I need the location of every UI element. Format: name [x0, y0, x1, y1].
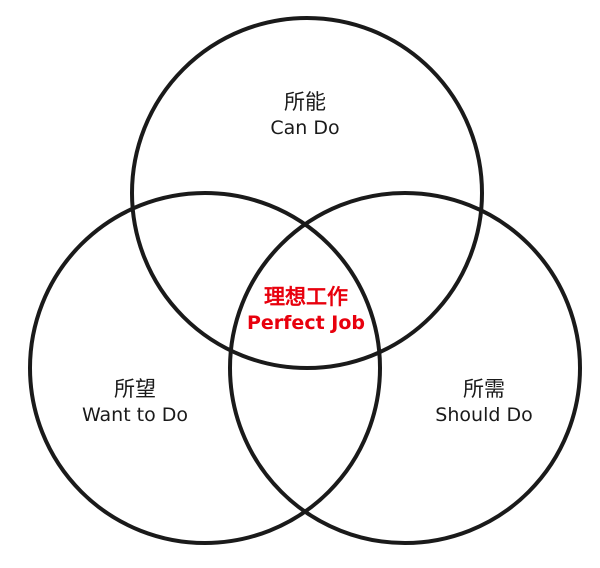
label-want-to-do-zh: 所望	[114, 377, 156, 401]
label-should-do-en: Should Do	[435, 404, 533, 426]
label-should-do: 所需 Should Do	[435, 376, 532, 428]
label-can-do-zh: 所能	[284, 90, 326, 114]
label-want-to-do-en: Want to Do	[81, 404, 189, 426]
label-perfect-job-zh: 理想工作	[264, 285, 348, 309]
label-perfect-job: 理想工作 Perfect Job	[247, 284, 365, 336]
circle-can-do	[130, 16, 484, 370]
label-want-to-do: 所望 Want to Do	[82, 376, 188, 428]
circle-want-to-do	[28, 191, 382, 545]
label-can-do: 所能 Can Do	[270, 89, 339, 141]
circle-should-do	[228, 191, 582, 545]
label-should-do-zh: 所需	[463, 377, 505, 401]
label-can-do-en: Can Do	[270, 117, 340, 139]
label-perfect-job-en: Perfect Job	[246, 312, 366, 334]
